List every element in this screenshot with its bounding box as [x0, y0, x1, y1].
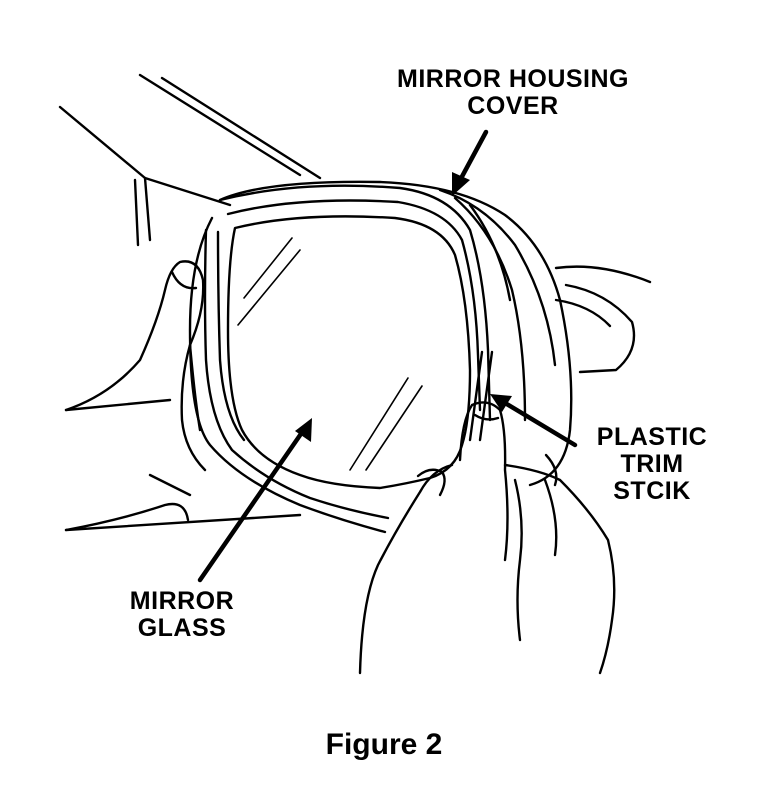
trim-label-line2: TRIM — [620, 450, 684, 478]
mirror-housing-cover-label: MIRROR HOUSING COVER — [380, 66, 646, 120]
plastic-trim-stick — [468, 350, 494, 442]
mirror-housing-cover — [218, 180, 573, 487]
housing-arrowhead — [452, 172, 470, 196]
glass-label-line1: MIRROR — [129, 587, 235, 615]
mirror-glass-label: MIRROR GLASS — [104, 588, 260, 642]
figure-caption: Figure 2 — [325, 728, 443, 761]
left-hand — [64, 260, 207, 532]
mirror-glass — [226, 215, 472, 490]
door-frame — [58, 73, 652, 532]
glass-arrowhead — [295, 418, 312, 442]
housing-label-line2: COVER — [467, 92, 559, 120]
housing-label-line1: MIRROR HOUSING — [397, 65, 629, 93]
right-hand — [358, 401, 616, 675]
trim-arrowhead — [490, 394, 512, 412]
trim-label-line1: PLASTIC — [596, 423, 708, 451]
callout-arrows — [197, 129, 578, 583]
trim-label-line3: STCIK — [613, 477, 691, 505]
arrowheads — [295, 172, 512, 442]
glass-label-line2: GLASS — [137, 614, 227, 642]
plastic-trim-stick-label: PLASTIC TRIM STCIK — [582, 424, 722, 505]
